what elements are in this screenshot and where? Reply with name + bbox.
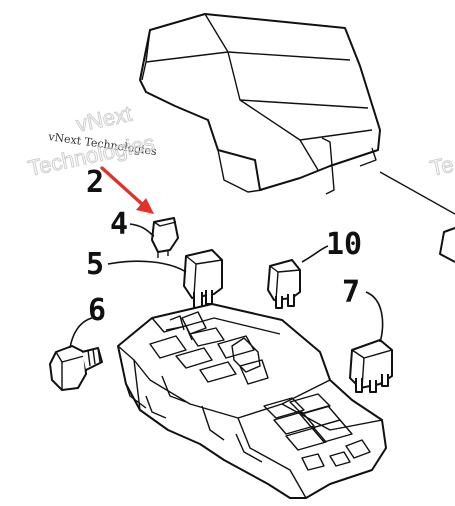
leader-lines xyxy=(69,223,384,349)
leader-part-7 xyxy=(365,291,384,343)
callout-10: 10 xyxy=(326,227,362,262)
callout-5: 5 xyxy=(86,247,104,282)
callout-2: 2 xyxy=(86,165,104,200)
red-pointer-arrow xyxy=(100,166,154,214)
relay-small-center xyxy=(267,259,301,309)
leader-part-4 xyxy=(129,223,155,237)
hex-bolt xyxy=(49,345,103,391)
partial-relay-right-edge xyxy=(439,227,455,263)
callout-6: 6 xyxy=(88,293,106,328)
relay-large-right xyxy=(349,339,393,393)
callout-7: 7 xyxy=(342,275,360,310)
relay-small-left xyxy=(183,249,223,309)
fuse-box-cover xyxy=(139,13,455,215)
callout-4: 4 xyxy=(110,207,128,242)
leader-part-10 xyxy=(301,245,329,263)
leader-part-6 xyxy=(69,317,93,349)
leader-part-5 xyxy=(107,260,187,273)
watermark-te-right: Te xyxy=(428,152,455,181)
fuse-box-body xyxy=(117,303,387,499)
mini-fuse xyxy=(151,217,179,258)
watermark-vnext: vNext xyxy=(74,101,134,137)
